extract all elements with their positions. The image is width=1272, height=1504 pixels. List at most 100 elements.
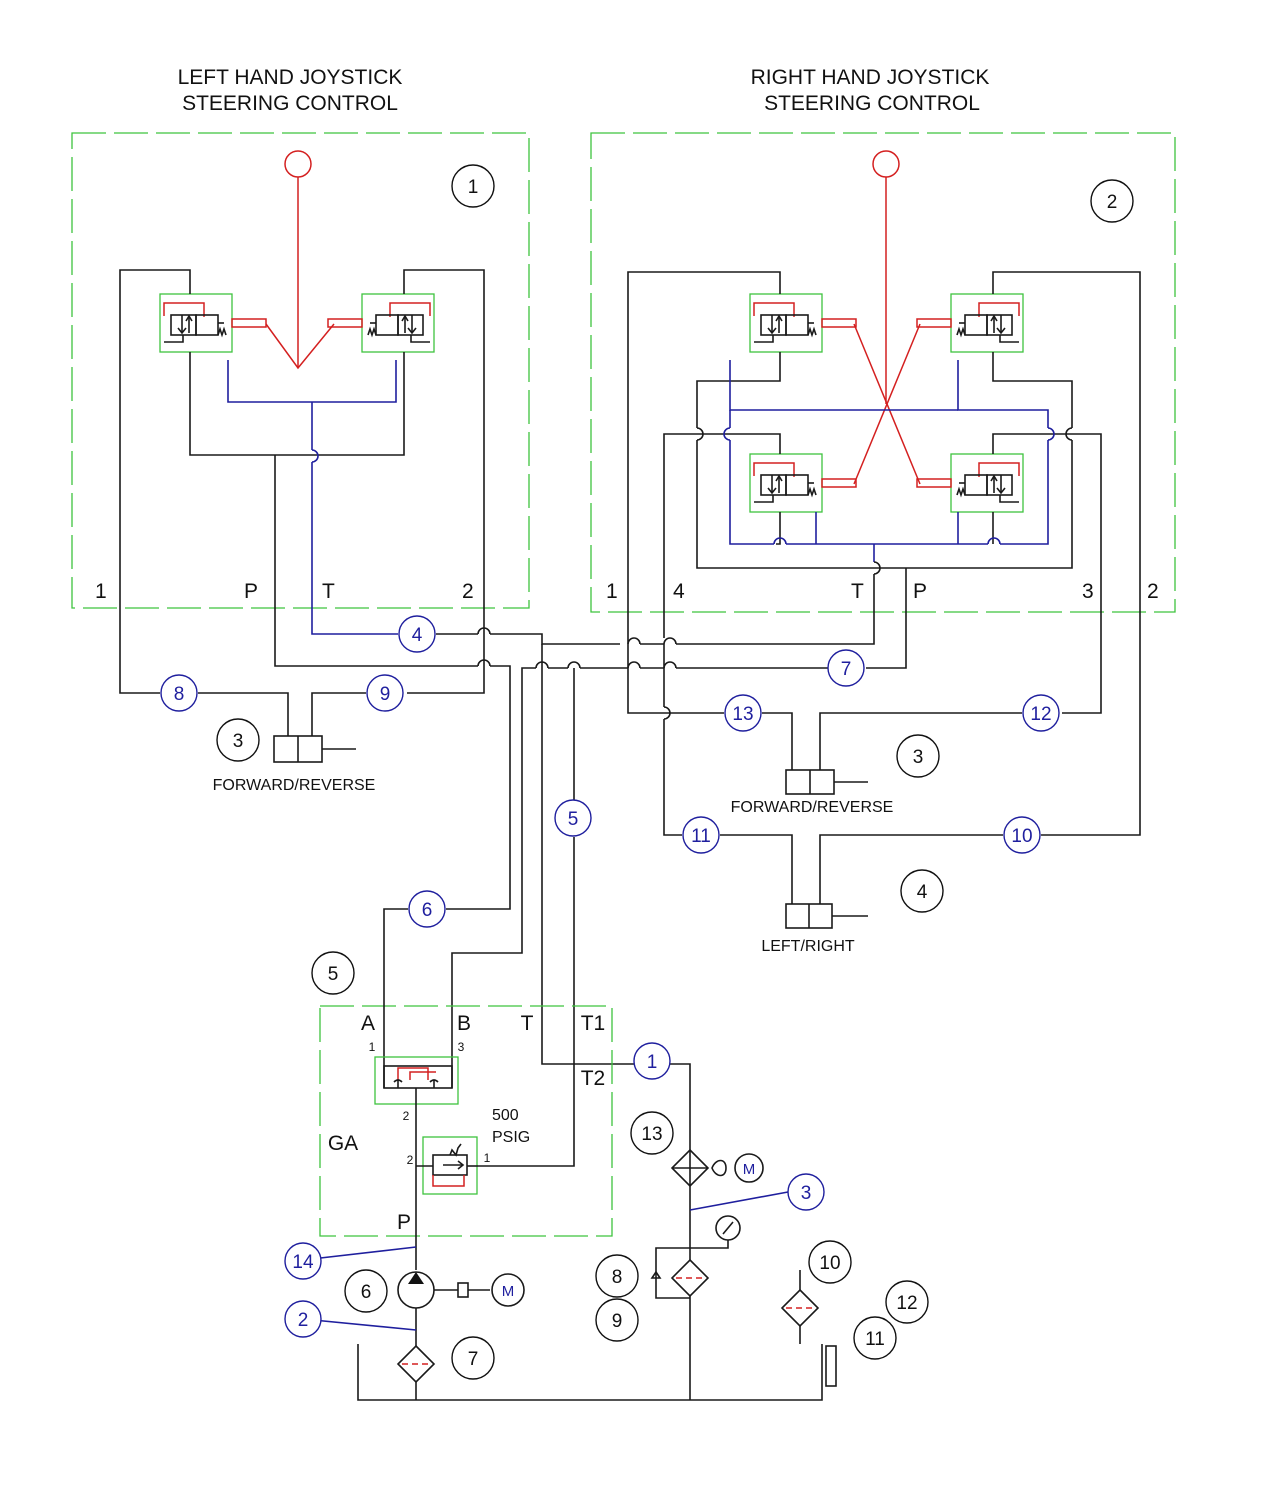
right-port-2: 2 [1147,580,1159,603]
right-joystick-knob [872,150,900,178]
component-4: 4 [900,869,944,913]
component-1: 1 [451,164,495,208]
svg-text:1: 1 [647,1052,658,1073]
component-8: 8 [595,1254,639,1298]
right-title-line2: STEERING CONTROL [764,92,980,115]
reservoir [357,1344,823,1401]
flow-divider-valve [383,1065,453,1089]
line-14: 14 [284,1242,322,1280]
component-2: 2 [1090,179,1134,223]
left-title-line1: LEFT HAND JOYSTICK [178,66,403,89]
right-forward-reverse-label: FORWARD/REVERSE [731,799,894,816]
left-port-1: 1 [95,580,107,603]
svg-text:10: 10 [819,1253,840,1274]
svg-text:11: 11 [865,1329,885,1350]
line-7: 7 [827,649,865,687]
pin-a-number: 1 [369,1040,376,1054]
svg-text:10: 10 [1011,826,1032,847]
svg-text:7: 7 [841,659,852,680]
line-10: 10 [1003,816,1041,854]
component-11: 11 [853,1316,897,1360]
cooler-motor-label: M [743,1161,756,1178]
manifold-port-b: B [457,1012,471,1035]
pressure-gauge [715,1215,741,1241]
svg-text:11: 11 [691,826,711,847]
left-title-line2: STEERING CONTROL [182,92,398,115]
right-pilot-valve-2 [916,293,1024,353]
svg-text:4: 4 [412,625,423,646]
svg-text:8: 8 [612,1267,623,1288]
svg-text:6: 6 [422,900,433,921]
pin-2a-number: 2 [403,1109,410,1123]
line-8: 8 [160,674,198,712]
manifold-gauge-port: GA [328,1132,358,1155]
svg-text:12: 12 [896,1293,917,1314]
right-pilot-valve-3 [749,453,857,513]
svg-text:4: 4 [917,882,928,903]
component-13: 13 [630,1111,674,1155]
left-joystick-boundary [71,132,530,609]
svg-text:9: 9 [612,1311,623,1332]
line-11: 11 [682,816,720,854]
manifold-port-p: P [397,1211,411,1234]
pump-electric-motor [491,1273,525,1307]
line-5: 5 [554,799,592,837]
pump-coupling [457,1282,469,1298]
component-3-right: 3 [896,734,940,778]
left-joystick-knob [284,150,312,178]
svg-text:1: 1 [468,177,479,198]
line-3: 3 [787,1173,825,1211]
svg-text:3: 3 [233,731,244,752]
component-10: 10 [808,1240,852,1284]
cooler-fan-icon [711,1159,727,1177]
pump-motor-label: M [502,1283,515,1300]
left-right-label: LEFT/RIGHT [761,938,855,955]
left-pilot-valve-1 [159,293,267,353]
left-port-2: 2 [462,580,474,603]
svg-text:9: 9 [380,684,391,705]
right-port-3: 3 [1082,580,1094,603]
right-port-p: P [913,580,927,603]
right-pilot-valve-4 [916,453,1024,513]
line-9: 9 [366,674,404,712]
component-3-left: 3 [216,718,260,762]
relief-pressure-unit: PSIG [492,1129,530,1146]
svg-text:3: 3 [913,747,924,768]
left-forward-reverse-label: FORWARD/REVERSE [213,777,376,794]
svg-text:6: 6 [361,1282,372,1303]
pin-b-number: 3 [458,1040,465,1054]
svg-text:12: 12 [1030,704,1051,725]
component-5: 5 [311,951,355,995]
right-joystick-boundary [590,132,1176,613]
svg-text:2: 2 [298,1310,309,1331]
svg-text:7: 7 [468,1349,479,1370]
svg-text:5: 5 [328,964,339,985]
cooler-fan-motor [734,1153,764,1183]
right-pilot-valve-1 [749,293,857,353]
left-port-t: T [322,580,335,603]
manifold-port-t: T [521,1012,534,1035]
right-port-t: T [851,580,864,603]
line-13: 13 [724,694,762,732]
manifold-boundary [319,1005,613,1237]
svg-text:5: 5 [568,809,579,830]
left-pilot-valve-2 [327,293,435,353]
right-port-4: 4 [673,580,685,603]
manifold-port-t1: T1 [581,1012,606,1035]
manifold-port-a: A [361,1012,375,1035]
svg-text:13: 13 [732,704,753,725]
pin-1-number: 1 [484,1151,491,1165]
component-6: 6 [344,1269,388,1313]
pin-2b-number: 2 [407,1153,414,1167]
svg-text:8: 8 [174,684,185,705]
sight-gauge [825,1345,837,1387]
component-9: 9 [595,1298,639,1342]
svg-text:13: 13 [641,1124,662,1145]
line-2: 2 [284,1300,322,1338]
svg-text:3: 3 [801,1183,812,1204]
line-12: 12 [1022,694,1060,732]
right-title-line1: RIGHT HAND JOYSTICK [751,66,990,89]
component-7: 7 [451,1336,495,1380]
